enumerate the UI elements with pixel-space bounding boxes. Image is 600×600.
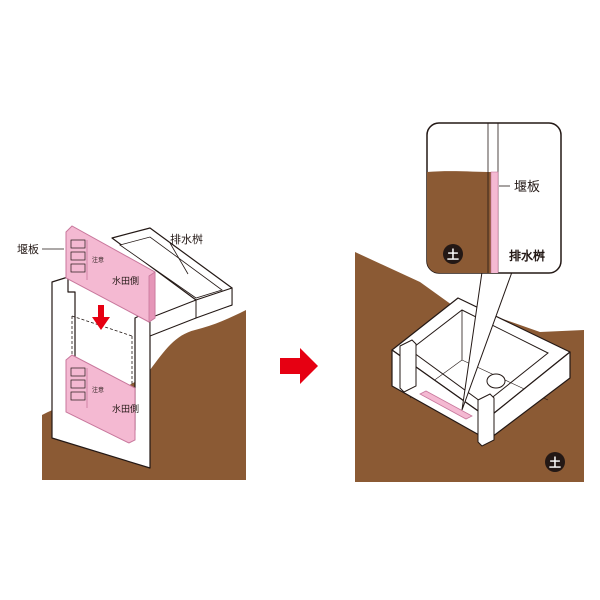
- callout-bubble: 堰板 排水桝 土: [426, 122, 562, 274]
- left-illustration: 注意 水田側 注意 水田側 堰板 排水桝: [17, 225, 246, 480]
- right-soil-badge: [545, 452, 565, 472]
- left-insert-arrow: [92, 305, 110, 330]
- left-board-upper: 注意 水田側: [65, 225, 156, 323]
- left-board-lower: 注意 水田側: [65, 354, 139, 444]
- left-board-upper-paddy-label: 水田側: [112, 275, 139, 287]
- callout-drain-basin-label: 排水桝: [509, 248, 545, 263]
- left-basin-cut-section: [51, 276, 151, 469]
- left-basin-inner-floor: [119, 236, 223, 299]
- left-drain-basin-label: 排水桝: [170, 232, 203, 246]
- left-basin-front-edge: [149, 299, 197, 337]
- right-installed-board: [419, 390, 473, 420]
- right-illustration: 堰板 排水桝 土 土: [355, 122, 584, 482]
- left-weir-board-label: 堰板: [17, 242, 39, 256]
- left-board-upper-small-text: 注意: [92, 256, 104, 264]
- left-board-lower-paddy-label: 水田側: [112, 403, 139, 415]
- callout-board: [490, 171, 499, 273]
- left-board-lower-small-text: 注意: [92, 386, 104, 394]
- callout-weir-board-label: 堰板: [514, 180, 540, 195]
- callout-soil-badge-text: 土: [447, 247, 459, 262]
- callout-soil-badge: [443, 244, 463, 264]
- right-soil-badge-text: 土: [549, 455, 561, 470]
- next-step-arrow: [280, 348, 318, 384]
